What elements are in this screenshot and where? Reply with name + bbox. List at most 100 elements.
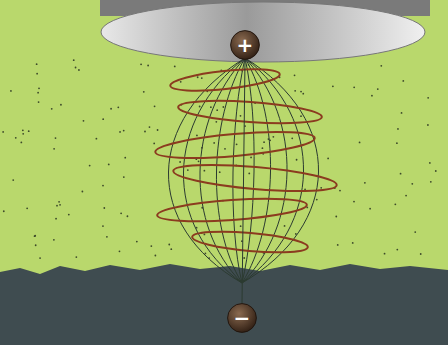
particle	[300, 91, 302, 93]
particle	[396, 142, 398, 144]
particle	[332, 85, 334, 87]
particle	[236, 143, 238, 145]
ball-outline	[231, 31, 260, 60]
particle	[435, 170, 437, 172]
electrode-disc	[101, 2, 425, 62]
particle	[414, 231, 416, 233]
particle	[300, 115, 302, 117]
field-line	[242, 58, 271, 283]
particle	[73, 59, 75, 61]
particle	[263, 141, 265, 143]
particle	[10, 90, 12, 92]
particle	[102, 185, 104, 187]
particle	[75, 67, 77, 69]
particle	[216, 109, 218, 111]
particle	[411, 183, 413, 185]
particle	[53, 148, 55, 150]
particle	[60, 104, 62, 106]
particle	[210, 106, 212, 108]
particle	[243, 257, 245, 259]
particle	[427, 97, 429, 99]
particle	[15, 137, 17, 139]
particle	[196, 135, 198, 137]
particle	[53, 239, 55, 241]
particle	[284, 225, 286, 227]
particle	[119, 250, 121, 252]
particle	[405, 195, 407, 197]
spiral-loop	[169, 65, 280, 94]
particle	[123, 130, 125, 132]
charge-ball: −	[227, 303, 257, 333]
particle	[380, 65, 382, 67]
particle	[180, 81, 182, 83]
particle	[201, 77, 203, 79]
particle	[248, 173, 250, 175]
particle	[240, 115, 242, 117]
particle	[20, 142, 22, 144]
particle	[55, 218, 57, 220]
particle	[89, 165, 91, 167]
particle	[56, 205, 58, 207]
spiral-loop	[156, 195, 307, 225]
particle	[58, 201, 60, 203]
particle	[304, 188, 306, 190]
particle	[124, 157, 126, 159]
particle	[136, 241, 138, 243]
particle	[213, 142, 215, 144]
particle	[153, 143, 155, 145]
particle	[22, 129, 24, 131]
particle	[296, 159, 298, 161]
particle	[38, 87, 40, 89]
particle	[117, 106, 119, 108]
particle	[394, 203, 396, 205]
particle	[26, 207, 28, 209]
particle	[364, 182, 366, 184]
particle	[149, 126, 151, 128]
particle	[429, 162, 431, 164]
particle	[327, 158, 329, 160]
particle	[335, 216, 337, 218]
particle	[240, 225, 242, 227]
particle	[157, 129, 159, 131]
particle	[39, 257, 41, 259]
particle	[2, 131, 4, 133]
particle	[427, 124, 429, 126]
particle	[219, 171, 221, 173]
particle	[154, 255, 156, 257]
particle	[147, 65, 149, 67]
particle	[369, 208, 371, 210]
particle	[197, 76, 199, 78]
particle	[396, 249, 398, 251]
field-axis	[242, 60, 245, 303]
particle	[103, 207, 105, 209]
spiral-loop	[177, 97, 322, 127]
particle	[401, 112, 403, 114]
particle	[110, 108, 112, 110]
particle	[204, 253, 206, 255]
particle	[78, 69, 80, 71]
particle	[174, 65, 176, 67]
particle	[199, 106, 201, 108]
particle	[102, 225, 104, 227]
particle	[102, 118, 104, 120]
particle	[36, 63, 38, 65]
particle	[339, 190, 341, 192]
particle	[262, 147, 264, 149]
particle	[402, 80, 404, 82]
particles	[2, 59, 436, 259]
particle	[400, 173, 402, 175]
spiral-loop	[154, 127, 315, 163]
particle	[187, 169, 189, 171]
particle	[316, 199, 318, 201]
particle	[371, 95, 373, 97]
particle	[38, 101, 40, 103]
particle	[140, 63, 142, 65]
particle	[123, 176, 125, 178]
particle	[34, 235, 36, 237]
particle	[144, 131, 146, 133]
particle	[224, 148, 226, 150]
particle	[250, 157, 252, 159]
